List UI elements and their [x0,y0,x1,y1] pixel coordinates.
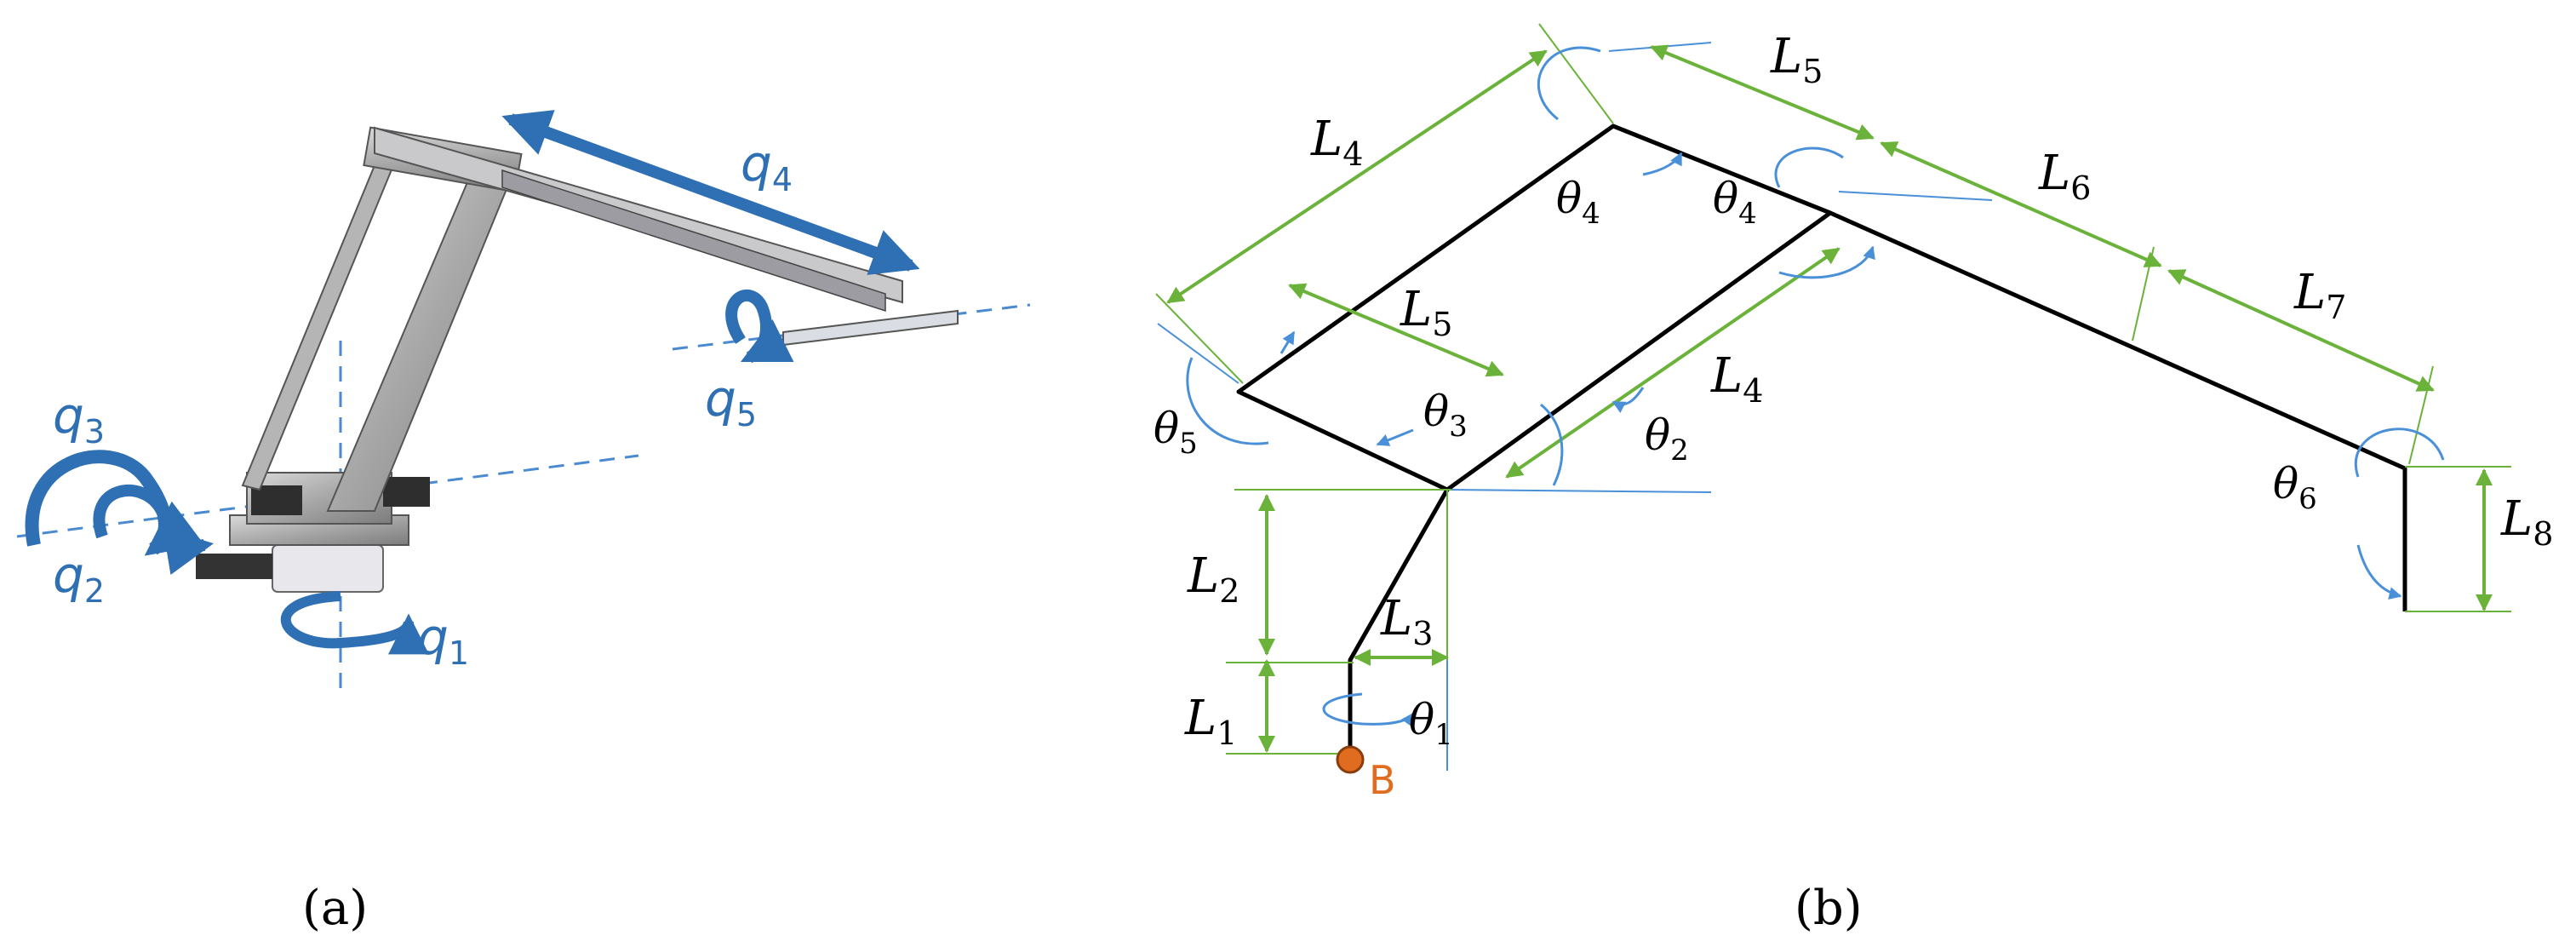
theta6-arrow [2356,544,2402,600]
label-theta3: θ3 [1423,387,1468,444]
end-effector-bar [782,309,959,347]
label-theta4-upper: θ4 [1556,174,1600,231]
label-theta1: θ1 [1409,695,1453,752]
q1-rotation-arrow [280,591,429,655]
label-q3: q3 [53,387,105,451]
angle-arcs [1186,46,2445,727]
robot-arm-illustration [196,126,959,593]
label-q4: q4 [741,135,793,198]
dim-L5-upper [1650,44,1875,141]
label-q1: q1 [417,608,469,672]
base-motor [196,554,272,579]
dim-L6 [1880,141,2162,267]
link-main [1445,210,2407,611]
label-L3: L3 [1380,591,1433,652]
theta3-arrow [1376,428,1414,446]
label-L6: L6 [2038,146,2091,207]
caption-a: (a) [302,881,368,936]
base-label: B [1369,757,1396,803]
label-q2: q2 [53,546,105,610]
theta5-arc [1186,357,1269,445]
label-L4-lower: L4 [1710,348,1763,410]
kinematic-chain [1236,123,2407,754]
q4-arrow [501,110,920,275]
theta5-arrow [1279,330,1296,354]
theta4-lower-arc [1774,146,1844,188]
caption-b: (b) [1795,881,1863,936]
theta4-upper-arrow [1642,152,1683,176]
shoulder-motor [383,477,430,507]
label-L7: L7 [2293,265,2346,326]
label-theta2: θ2 [1645,410,1689,468]
theta2-arc [1611,387,1645,413]
dim-L5-lower [1288,283,1504,377]
theta1-arc [1322,692,1415,727]
joint-axes [16,303,1031,698]
panel-a: q4 q5 q3 q2 q1 (a) [16,110,1031,936]
label-q5: q5 [705,370,757,433]
label-L4-upper: L4 [1310,112,1363,173]
dim-L4-upper [1166,49,1548,304]
label-L2: L2 [1187,548,1239,610]
theta3-arc [1540,403,1564,486]
label-L5-upper: L5 [1770,29,1823,90]
q5-rotation-arrow [725,290,794,364]
label-theta4-lower: θ4 [1713,174,1757,231]
dim-L7 [2167,269,2435,392]
label-L8: L8 [2500,491,2553,553]
theta4-upper-arc [1537,46,1601,121]
dimension-lines [1155,23,2511,755]
label-L1: L1 [1184,691,1237,752]
theta6-arc [2355,428,2445,478]
base-point [1336,745,1365,774]
theta4-lower-arrow [1778,245,1875,279]
label-theta6: θ6 [2273,459,2317,516]
panel-b: B L1 L2 L3 L4 L4 L5 L5 L6 L7 L8 θ1 θ2 θ3… [1153,23,2553,936]
q2-rotation-arrow [93,485,215,575]
label-L5-lower: L5 [1400,282,1452,343]
robot-base [272,544,384,593]
label-theta5: θ5 [1153,404,1198,461]
link-parallel [1236,123,1831,492]
